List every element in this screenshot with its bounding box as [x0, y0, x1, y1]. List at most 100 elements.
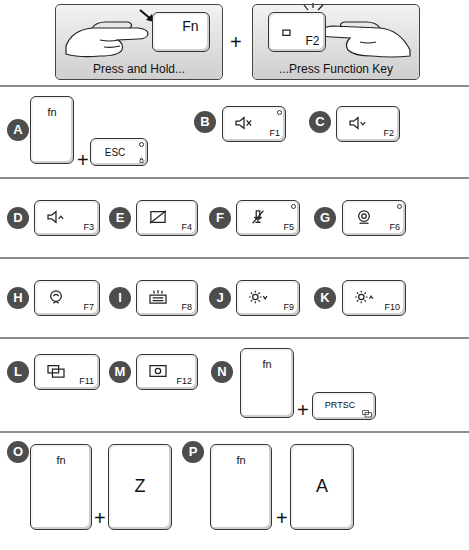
keyboard-key: F4 [136, 200, 198, 236]
callout-letter-text: H [13, 291, 22, 305]
callout-letter: N [211, 361, 233, 383]
key-label: F3 [83, 223, 94, 233]
key-label: F2 [305, 35, 319, 48]
divider-line [0, 86, 469, 432]
key-label: fn [56, 454, 65, 466]
callout-letter: E [109, 207, 131, 229]
key-label: F5 [283, 223, 294, 233]
key-label: fn [236, 454, 245, 466]
key-label: F2 [383, 129, 394, 139]
callout-letter-text: J [216, 291, 223, 305]
instruction-panel: Press and Hold... Fn [55, 4, 223, 80]
callout-letter: G [314, 207, 336, 229]
callout-letter: M [109, 361, 131, 383]
key-icon [247, 209, 269, 225]
key-icon [45, 289, 67, 305]
key-label: F7 [83, 303, 94, 313]
keyboard-key: fn [30, 96, 74, 164]
callout-letter-text: G [320, 211, 330, 225]
key-icon [279, 23, 301, 39]
key-label: F12 [176, 377, 192, 387]
callout-letter-text: E [116, 211, 125, 225]
callout-letter-text: C [315, 115, 324, 129]
keyboard-key: Z [108, 444, 172, 530]
key-icon [147, 289, 169, 305]
keyboard-key: F11 [34, 354, 100, 390]
keyboard-key: F10 [342, 280, 406, 316]
key-icon [147, 363, 169, 379]
key-label: F9 [283, 303, 294, 313]
callout-letter: C [309, 111, 331, 133]
key-label: PRTSC [325, 401, 355, 411]
callout-letter-text: O [13, 445, 23, 459]
key-label: Z [135, 477, 146, 497]
key-icon [233, 115, 255, 131]
keyboard-key: F3 [34, 200, 100, 236]
keyboard-key: ESC [90, 138, 148, 166]
callout-letter: I [109, 287, 131, 309]
key-label: ESC [105, 147, 126, 158]
callout-letter-text: M [115, 365, 126, 379]
callout-letter: B [194, 111, 216, 133]
plus-sign: + [297, 400, 309, 420]
keyboard-key: F7 [34, 280, 100, 316]
keyboard-key: F2 [268, 12, 326, 52]
callout-letter-text: B [200, 115, 209, 129]
callout-letter-text: D [13, 211, 22, 225]
callout-letter-text: K [320, 291, 329, 305]
hand-drawing [66, 22, 148, 57]
callout-letter-text: L [14, 365, 22, 379]
keyboard-key: F2 [336, 106, 400, 142]
indicator-dot [291, 204, 296, 209]
keyboard-key: F8 [136, 280, 198, 316]
plus-sign: + [94, 508, 106, 528]
callout-letter: H [7, 287, 29, 309]
callout-letter: O [7, 441, 29, 463]
indicator-dot [277, 110, 282, 115]
callout-letter: D [7, 207, 29, 229]
plus-sign: + [77, 150, 89, 170]
callout-letter: K [314, 287, 336, 309]
key-label: fn [262, 358, 271, 370]
key-icon [45, 209, 67, 225]
key-icon [353, 209, 375, 225]
key-icon [45, 363, 67, 379]
panel-ground [253, 5, 419, 79]
hand-drawing [322, 22, 410, 57]
panel-ground [56, 5, 222, 79]
key-icon [133, 155, 145, 164]
key-icon [147, 209, 169, 225]
key-label: A [316, 477, 328, 497]
callout-letter-text: N [217, 365, 226, 379]
key-label: fn [47, 106, 56, 118]
key-icon [247, 289, 269, 305]
key-label: F8 [181, 303, 192, 313]
callout-letter-text: F [216, 211, 224, 225]
plus-sign: + [276, 508, 288, 528]
keyboard-key: F12 [136, 354, 198, 390]
keyboard-key: F9 [236, 280, 300, 316]
keyboard-key: A [290, 444, 354, 530]
keyboard-key: fn [240, 348, 294, 418]
callout-letter: P [182, 441, 204, 463]
key-label: F10 [384, 303, 400, 313]
instruction-panel: ...Press Function Key F2 [252, 4, 420, 80]
key-icon [353, 289, 375, 305]
plus-sign: + [230, 32, 242, 52]
indicator-dot [139, 142, 144, 147]
callout-letter: F [209, 207, 231, 229]
keyboard-key: Fn [152, 12, 210, 52]
key-label: F4 [181, 223, 192, 233]
indicator-dot [397, 204, 402, 209]
callout-letter: A [7, 119, 29, 141]
instruction-text: Press and Hold... [93, 63, 185, 76]
key-label: F1 [269, 129, 280, 139]
callout-letter-text: A [13, 123, 22, 137]
key-label: F6 [389, 223, 400, 233]
keyboard-key: PRTSC [312, 392, 376, 420]
keyboard-key: F5 [236, 200, 300, 236]
instruction-text: ...Press Function Key [279, 63, 393, 76]
key-icon [361, 409, 373, 418]
callout-letter: L [7, 361, 29, 383]
key-label: F11 [79, 377, 94, 387]
